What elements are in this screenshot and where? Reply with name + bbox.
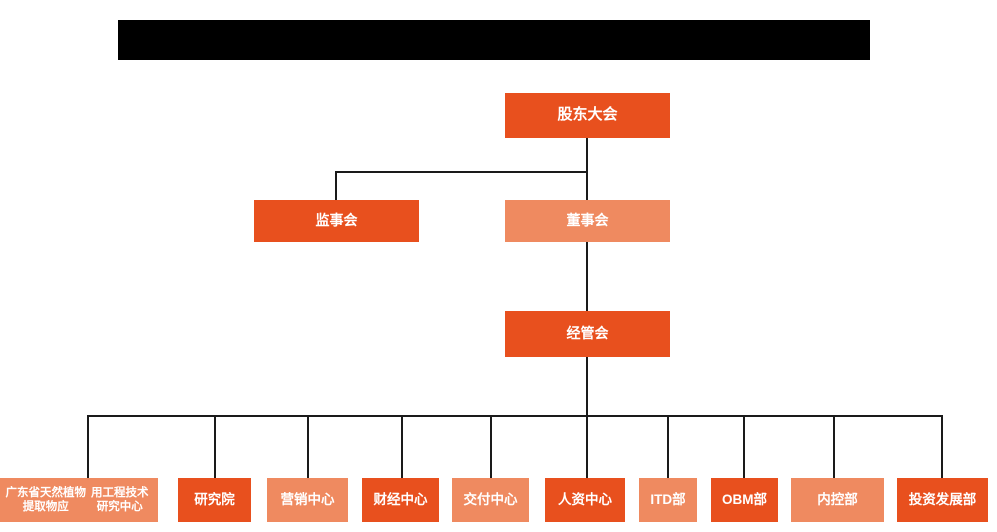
connector-management-to-bus — [586, 357, 588, 416]
node-shareholders-meeting[interactable]: 股东大会 — [505, 93, 670, 138]
connector-stub-2 — [214, 415, 216, 478]
connector-split-horizontal — [335, 171, 588, 173]
connector-board-to-management — [586, 242, 588, 311]
node-finance-center[interactable]: 财经中心 — [362, 478, 439, 522]
node-obm-department[interactable]: OBM部 — [711, 478, 778, 522]
node-hr-center[interactable]: 人资中心 — [545, 478, 625, 522]
connector-stub-6 — [586, 415, 588, 478]
node-investment-development-department[interactable]: 投资发展部 — [897, 478, 988, 522]
node-research-institute[interactable]: 研究院 — [178, 478, 251, 522]
node-label-line1: 广东省天然植物提取物应 — [5, 486, 86, 513]
node-itd-department[interactable]: ITD部 — [639, 478, 697, 522]
node-marketing-center[interactable]: 营销中心 — [267, 478, 348, 522]
node-supervisory-board[interactable]: 监事会 — [254, 200, 419, 242]
node-internal-control-department[interactable]: 内控部 — [791, 478, 884, 522]
connector-stub-7 — [667, 415, 669, 478]
connector-stub-3 — [307, 415, 309, 478]
connector-stub-4 — [401, 415, 403, 478]
connector-to-supervisory-board — [335, 171, 337, 200]
connector-stub-1 — [87, 415, 89, 478]
node-board-of-directors[interactable]: 董事会 — [505, 200, 670, 242]
connector-stub-8 — [743, 415, 745, 478]
connector-stub-10 — [941, 415, 943, 478]
connector-to-board-of-directors — [586, 171, 588, 200]
node-management-committee[interactable]: 经管会 — [505, 311, 670, 357]
connector-stub-5 — [490, 415, 492, 478]
connector-stub-9 — [833, 415, 835, 478]
redacted-title-bar — [118, 20, 870, 60]
node-delivery-center[interactable]: 交付中心 — [452, 478, 529, 522]
node-label-line2: 用工程技术研究中心 — [90, 486, 149, 513]
connector-shareholders-to-split — [586, 138, 588, 172]
connector-department-bus — [87, 415, 943, 417]
node-gd-plant-extract-center[interactable]: 广东省天然植物提取物应 用工程技术研究中心 — [0, 478, 158, 522]
